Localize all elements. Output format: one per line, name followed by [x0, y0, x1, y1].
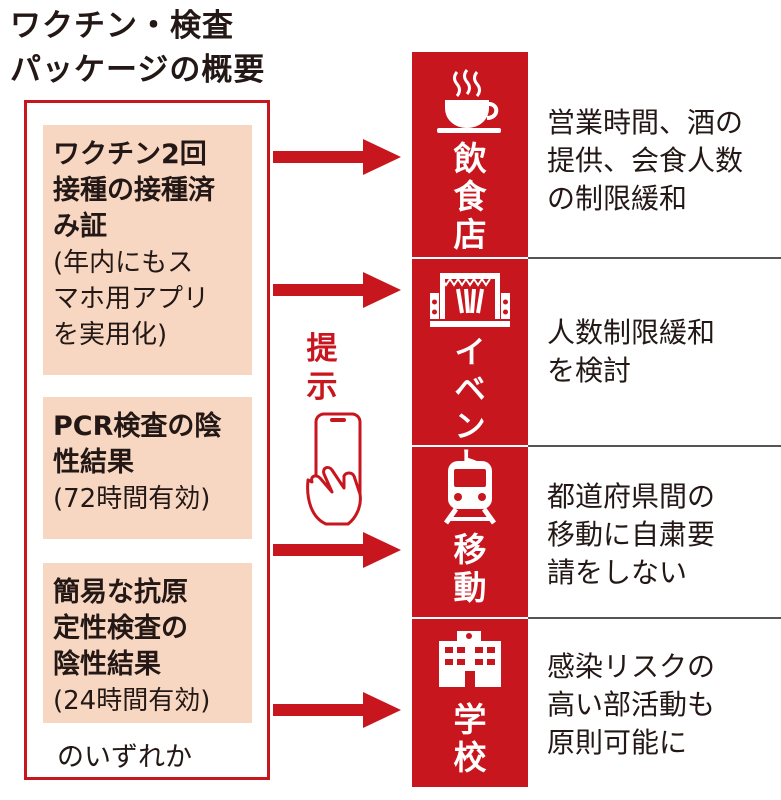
- condition-text: 接種の接種済: [53, 175, 215, 206]
- present-label: 提示: [306, 331, 338, 405]
- condition-note: マホ用アプリ: [53, 284, 210, 314]
- conditions-footer: のいずれか: [57, 742, 192, 773]
- diagram-title: ワクチン・検査 パッケージの概要: [10, 4, 265, 92]
- description-restaurant: 営業時間、酒の 提供、会食人数 の制限緩和: [547, 104, 777, 218]
- arrow-to-school: [273, 692, 401, 728]
- condition-text: PCR検査の陰: [53, 411, 222, 442]
- description-line: 原則可能に: [547, 726, 688, 759]
- label-char: ベ: [454, 372, 486, 408]
- label-char: 学: [453, 700, 487, 739]
- divider: [412, 445, 781, 447]
- condition-note: (72時間有効): [53, 484, 211, 514]
- arrow-to-event: [273, 272, 401, 308]
- category-label: 学 校: [412, 701, 528, 777]
- condition-text: ワクチン2回: [53, 139, 207, 170]
- description-line: を検討: [547, 354, 632, 387]
- description-line: 人数制限緩和: [547, 316, 716, 349]
- condition-text: 陰性結果: [53, 649, 161, 680]
- category-school: 学 校: [412, 619, 528, 787]
- divider: [412, 257, 781, 259]
- divider: [412, 617, 781, 619]
- description-travel: 都道府県間の 移動に自粛要 請をしない: [547, 478, 777, 592]
- description-line: 都道府県間の: [547, 480, 716, 513]
- condition-text: 簡易な抗原: [53, 577, 188, 608]
- condition-note: を実用化): [53, 320, 168, 350]
- title-line-2: パッケージの概要: [10, 52, 266, 88]
- smartphone-hand-icon: [306, 412, 362, 526]
- description-line: の制限緩和: [547, 182, 688, 215]
- category-label: 飲 食 店: [412, 140, 528, 254]
- category-restaurant: 飲 食 店: [412, 52, 528, 257]
- condition-text: 定性検査の: [53, 613, 188, 644]
- label-char: 食: [453, 177, 487, 216]
- label-char: イ: [454, 335, 486, 371]
- category-event: イ ベ ン ト: [412, 259, 528, 482]
- school-building-icon: [412, 629, 528, 689]
- description-event: 人数制限緩和 を検討: [547, 314, 777, 390]
- condition-note: (24時間有効): [53, 686, 211, 716]
- description-school: 感染リスクの 高い部活動も 原則可能に: [547, 648, 777, 762]
- conditions-frame: ワクチン2回 接種の接種済 み証 (年内にもス マホ用アプリ を実用化) PCR…: [24, 100, 270, 780]
- label-char: ン: [454, 409, 486, 445]
- description-line: 高い部活動も: [547, 688, 716, 721]
- label-char: 店: [453, 215, 487, 254]
- description-line: 移動に自粛要: [547, 518, 716, 551]
- title-line-1: ワクチン・検査: [10, 8, 234, 44]
- description-line: 営業時間、酒の: [547, 106, 744, 139]
- stage-icon: [412, 269, 528, 329]
- coffee-cup-icon: [412, 68, 528, 136]
- arrow-to-travel: [273, 532, 401, 568]
- description-line: 感染リスクの: [547, 650, 716, 683]
- description-line: 提供、会食人数: [547, 144, 744, 177]
- category-travel: 移 動: [412, 447, 528, 617]
- condition-pcr-test: PCR検査の陰 性結果 (72時間有効): [43, 397, 252, 539]
- arrow-to-restaurant: [273, 139, 401, 175]
- condition-vaccine-certificate: ワクチン2回 接種の接種済 み証 (年内にもス マホ用アプリ を実用化): [43, 125, 252, 375]
- condition-text: 性結果: [53, 447, 134, 478]
- label-char: 動: [453, 568, 487, 607]
- label-char: 校: [453, 738, 487, 777]
- label-char: 飲: [453, 139, 487, 178]
- condition-note: (年内にもス: [53, 248, 194, 278]
- condition-antigen-test: 簡易な抗原 定性検査の 陰性結果 (24時間有効): [43, 563, 252, 723]
- label-char: 移: [453, 530, 487, 569]
- category-label: 移 動: [412, 531, 528, 607]
- train-icon: [412, 459, 528, 525]
- description-line: 請をしない: [547, 556, 688, 589]
- condition-text: み証: [53, 211, 107, 242]
